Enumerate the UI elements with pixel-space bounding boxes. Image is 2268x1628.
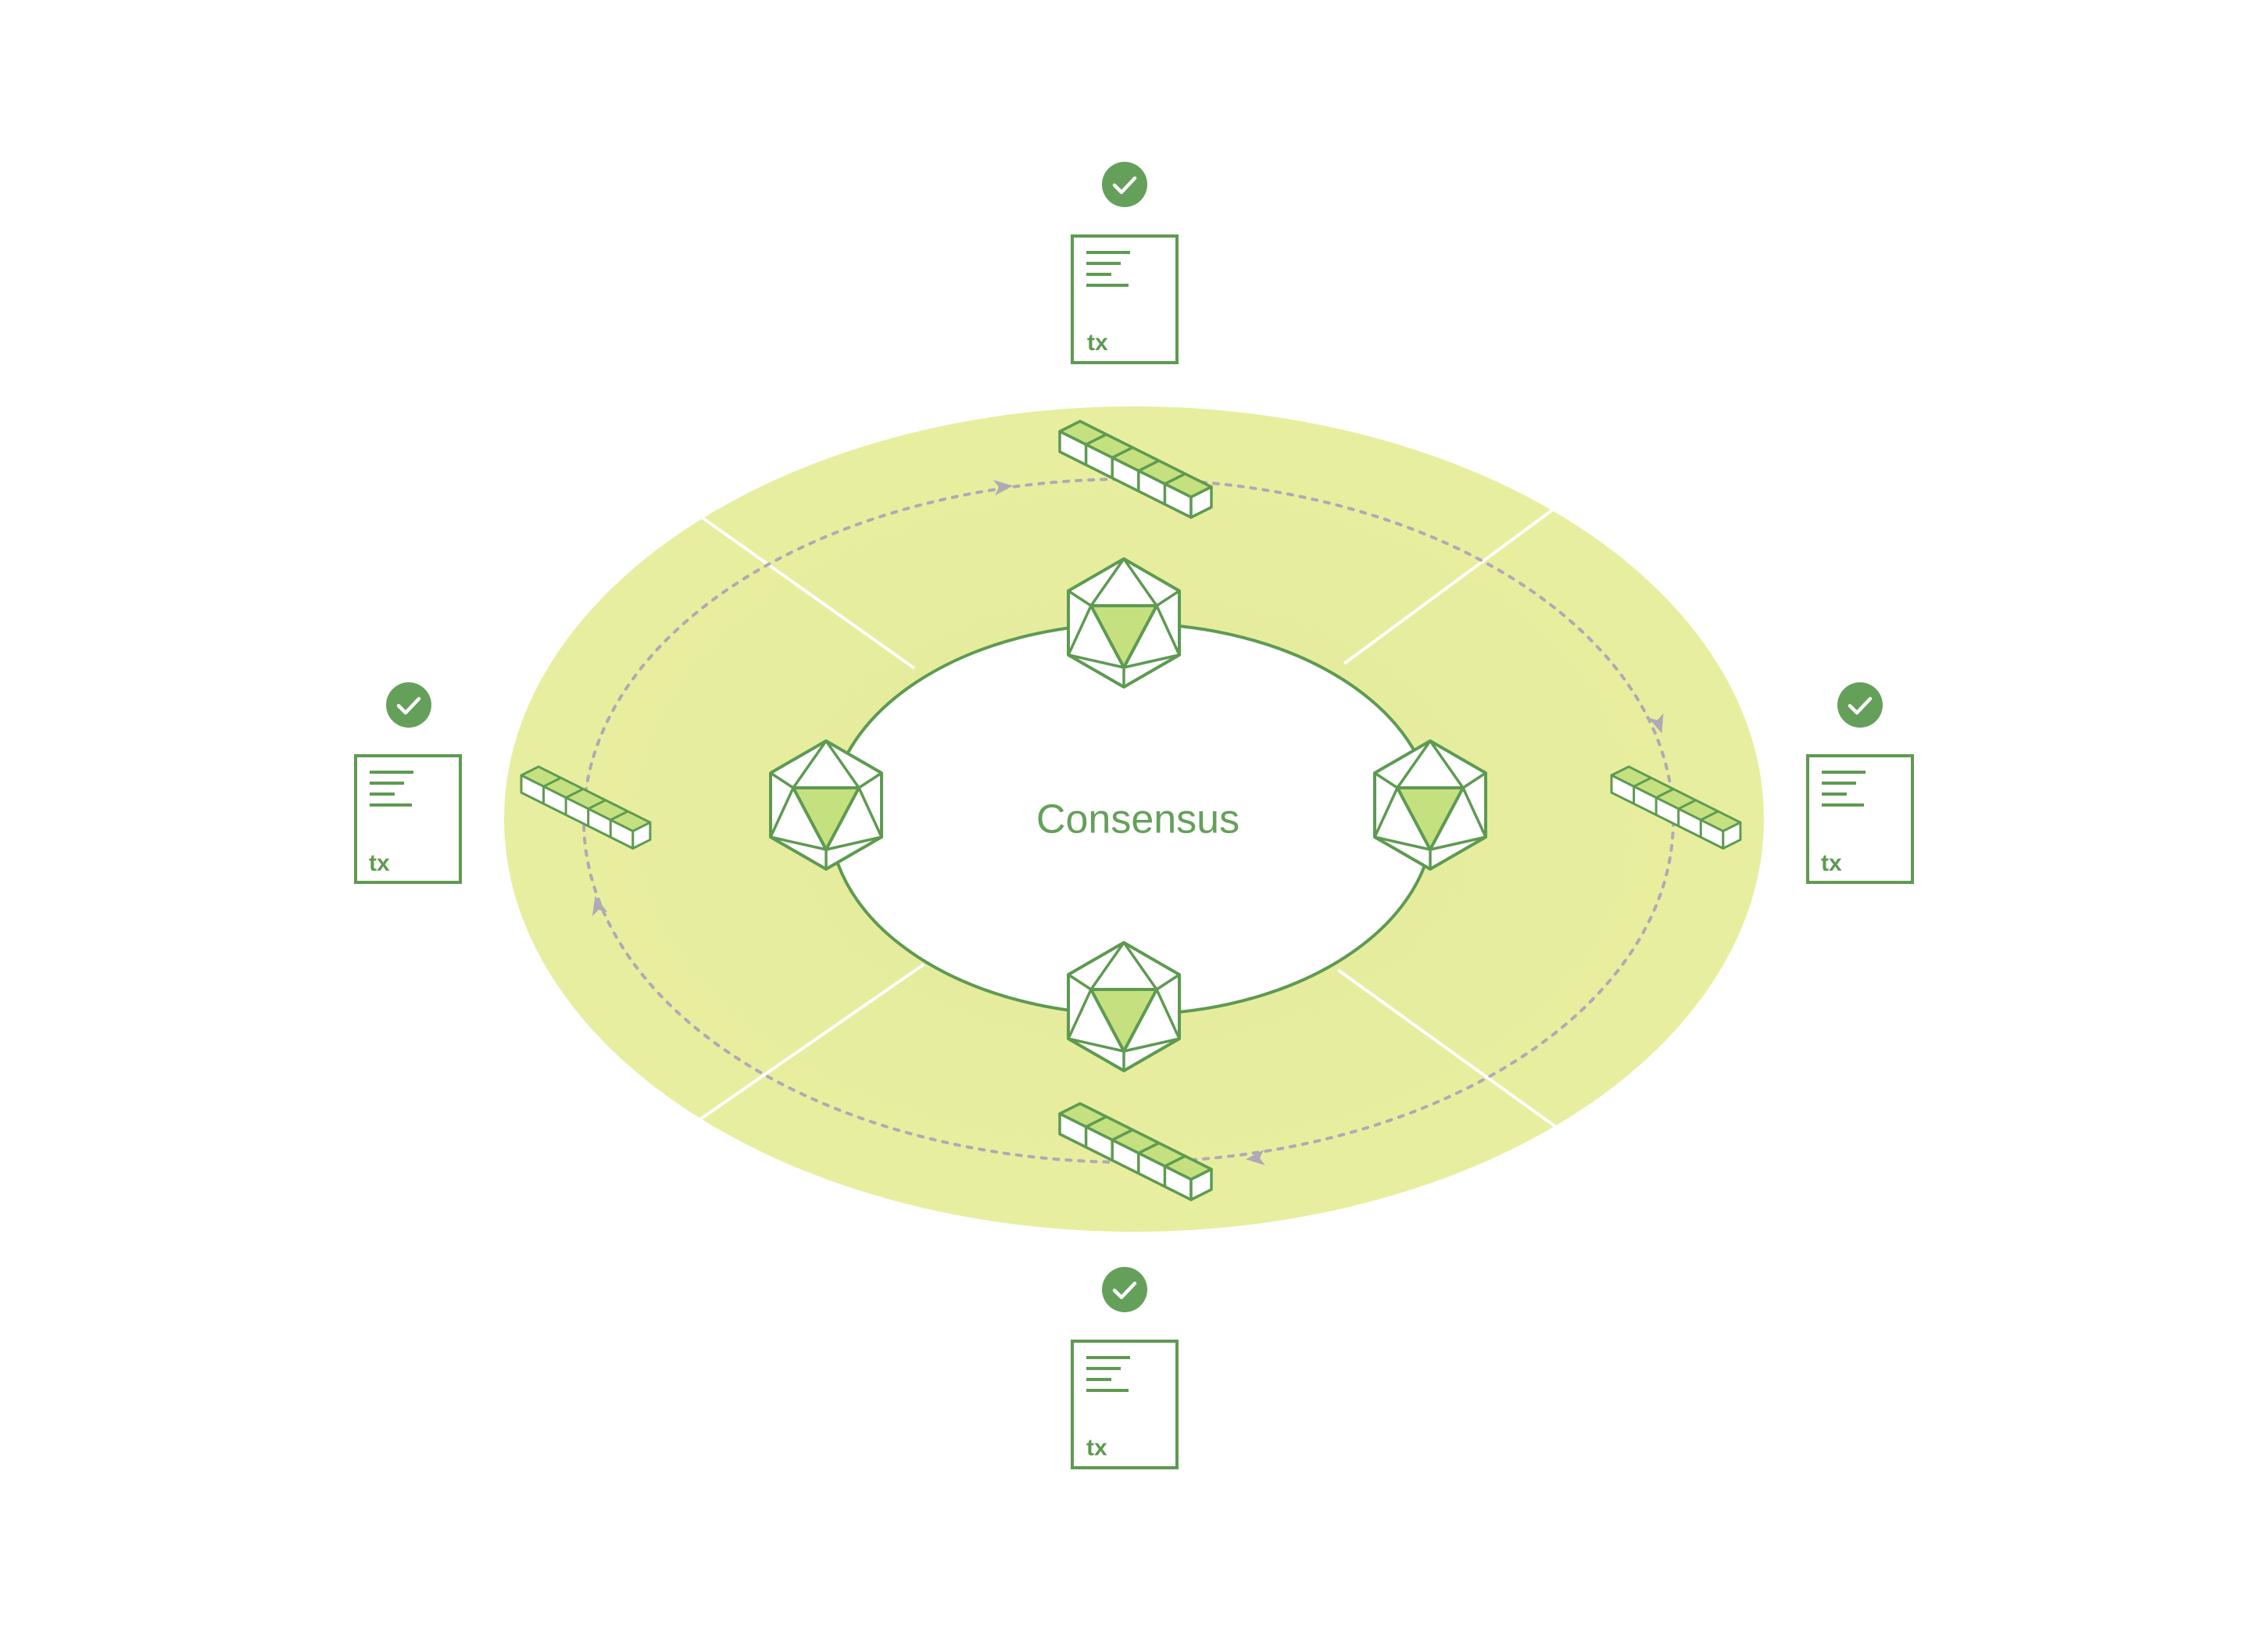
document-label: tx: [1086, 1435, 1107, 1461]
document-left: tx: [354, 682, 462, 884]
center-label: Consensus: [1036, 797, 1240, 843]
document-label: tx: [369, 850, 390, 876]
check-icon: [386, 682, 431, 728]
document-bottom: tx: [1071, 1267, 1179, 1469]
document-top: tx: [1071, 162, 1179, 364]
document-label: tx: [1087, 330, 1108, 356]
check-icon: [1102, 1267, 1147, 1312]
check-icon: [1102, 162, 1147, 207]
document-right: tx: [1806, 682, 1914, 884]
ring-dividers: [699, 508, 1558, 1129]
check-icon: [1837, 682, 1883, 728]
document-label: tx: [1821, 850, 1842, 876]
